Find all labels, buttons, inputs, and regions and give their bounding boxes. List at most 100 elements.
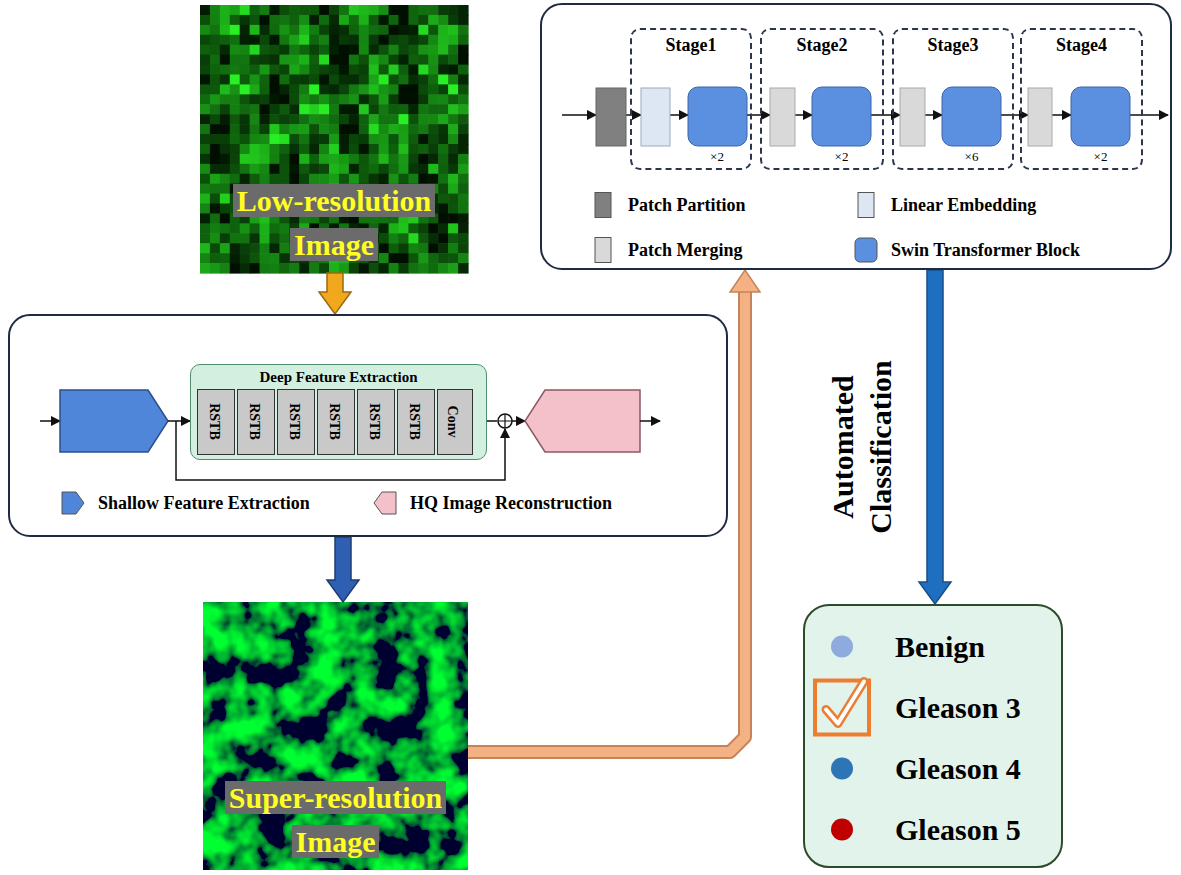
- pixel: [399, 94, 410, 105]
- pixel: [379, 164, 390, 175]
- pixel: [418, 104, 429, 115]
- pixel: [279, 25, 290, 36]
- pixel: [260, 253, 271, 264]
- pixel: [369, 25, 380, 36]
- feature-box: RSTBRSTBRSTBRSTBRSTBRSTBConvDeep Feature…: [190, 364, 487, 460]
- pixel: [339, 124, 350, 135]
- pixel: [448, 213, 459, 224]
- legend-item: Patch Partition: [590, 192, 745, 218]
- pixel: [389, 134, 400, 145]
- pixel: [220, 94, 231, 105]
- pixel: [428, 74, 439, 85]
- pixel: [448, 184, 459, 195]
- pixel: [309, 164, 320, 175]
- pixel: [240, 154, 251, 165]
- stage-box: Stage3×6: [892, 28, 1014, 170]
- pixel: [240, 174, 251, 185]
- pixel: [269, 154, 280, 165]
- pixel: [240, 35, 251, 46]
- pixel: [279, 164, 290, 175]
- pixel: [359, 144, 370, 155]
- legend-swatch: [855, 238, 877, 262]
- pixel: [438, 114, 449, 125]
- pixel: [269, 124, 280, 135]
- pixel: [438, 124, 449, 135]
- pixel: [389, 253, 400, 264]
- pixel: [448, 164, 459, 175]
- legend-label: Swin Transformer Block: [891, 240, 1080, 261]
- pixel: [220, 223, 231, 234]
- pixel: [250, 124, 261, 135]
- pixel: [339, 25, 350, 36]
- pixel: [299, 65, 310, 76]
- pixel: [240, 65, 251, 76]
- legend-swatch-frame: [853, 192, 879, 218]
- legend-swatch: [62, 492, 84, 514]
- pixel: [389, 45, 400, 56]
- repeat-count: ×2: [835, 149, 849, 165]
- pixel: [309, 45, 320, 56]
- pixel: [200, 194, 211, 205]
- pixel: [339, 94, 350, 105]
- pixel: [260, 154, 271, 165]
- pixel: [250, 94, 261, 105]
- pixel: [369, 84, 380, 95]
- pixel: [389, 74, 400, 85]
- pixel: [260, 164, 271, 175]
- pixel: [220, 114, 231, 125]
- pixel: [250, 74, 261, 85]
- pixel: [289, 124, 300, 135]
- box-label: RSTB: [405, 403, 426, 440]
- pixel: [349, 263, 360, 274]
- swin-block: [942, 87, 1001, 146]
- pixel: [260, 65, 271, 76]
- pixel: [408, 134, 419, 145]
- pixel: [269, 114, 280, 125]
- pixel: [309, 84, 320, 95]
- pixel: [210, 74, 221, 85]
- pixel: [458, 65, 469, 76]
- pixel: [379, 25, 390, 36]
- pixel: [418, 84, 429, 95]
- pixel: [408, 45, 419, 56]
- pixel: [210, 84, 221, 95]
- pixel: [210, 45, 221, 56]
- pixel: [240, 104, 251, 115]
- pixel: [250, 164, 261, 175]
- pixel: [200, 174, 211, 185]
- pixel: [210, 114, 221, 125]
- conv-block: Conv: [437, 389, 473, 455]
- stage-box: Stage2×2: [760, 28, 884, 170]
- pixel: [319, 114, 330, 125]
- pixel: [230, 164, 241, 175]
- pixel: [438, 45, 449, 56]
- pixel: [359, 35, 370, 46]
- pixel: [339, 45, 350, 56]
- pixel: [289, 164, 300, 175]
- pixel: [438, 104, 449, 115]
- pixel: [369, 45, 380, 56]
- pixel: [369, 94, 380, 105]
- pixel: [200, 243, 211, 254]
- pixel: [220, 213, 231, 224]
- image-figure: Low-resolution Image: [200, 5, 468, 273]
- wire: [40, 420, 60, 422]
- pixel: [299, 5, 310, 16]
- pixel: [389, 35, 400, 46]
- pixel: [250, 104, 261, 115]
- pixel: [399, 223, 410, 234]
- pixel: [458, 55, 469, 66]
- pixel: [359, 134, 370, 145]
- pixel: [448, 114, 459, 125]
- pixel: [349, 35, 360, 46]
- swin-block: [688, 87, 747, 146]
- pixel: [359, 5, 370, 16]
- pixel: [458, 5, 469, 16]
- legend-item: Linear Embedding: [853, 192, 1036, 218]
- pixel: [369, 134, 380, 145]
- linear-embedding-block: [641, 88, 670, 146]
- legend-swatch: [595, 193, 611, 218]
- pixel: [309, 144, 320, 155]
- pixel: [349, 144, 360, 155]
